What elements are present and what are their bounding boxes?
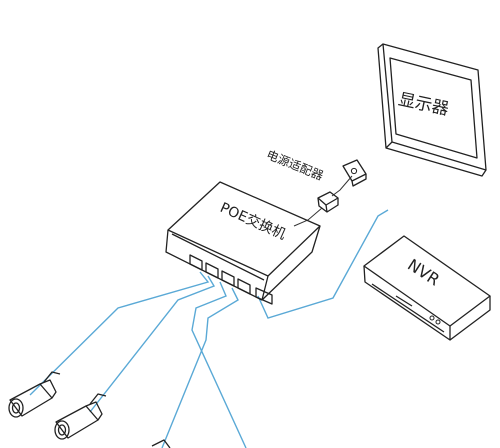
- cable-port2-camera: [89, 275, 216, 413]
- cable-port1-camera: [29, 271, 210, 396]
- adapter-label: 电源适配器: [264, 148, 325, 183]
- nvr-icon: NVR: [363, 235, 491, 341]
- monitor-label: 显示器: [396, 90, 450, 120]
- switch-port-uplink: [255, 287, 273, 305]
- camera-icon: [151, 439, 171, 448]
- switch-label: POE交换机: [217, 199, 288, 243]
- network-cables: [29, 209, 389, 448]
- switch-port-2: [205, 262, 219, 279]
- power-adapter-icon: 电源适配器: [264, 148, 339, 227]
- power-outlet-icon: [331, 159, 367, 197]
- camera-icon: [8, 371, 61, 418]
- switch-port-1: [189, 254, 203, 271]
- cable-switch-nvr: [257, 209, 389, 319]
- poe-switch-icon: POE交换机: [165, 181, 321, 305]
- switch-port-3: [221, 270, 235, 287]
- nvr-label: NVR: [404, 255, 443, 289]
- camera-icon: [54, 393, 107, 440]
- monitor-icon: 显示器: [377, 43, 487, 177]
- switch-ports: [189, 254, 273, 305]
- cable-port4-run: [161, 287, 239, 448]
- cable-port3-run: [191, 281, 247, 448]
- switch-port-4: [237, 278, 251, 295]
